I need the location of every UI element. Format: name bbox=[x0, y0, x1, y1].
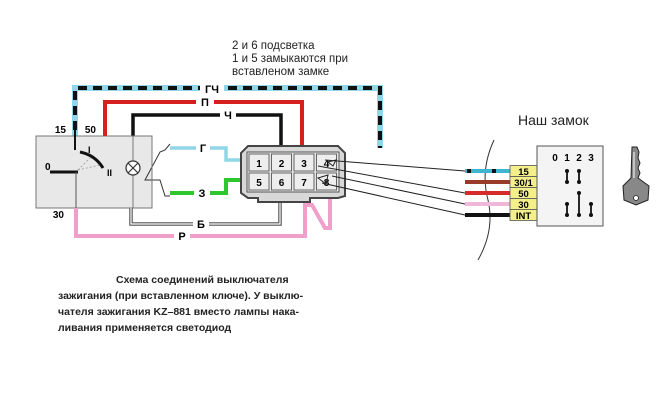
connector-pin bbox=[248, 153, 270, 172]
connector-pin-label: 1 bbox=[256, 159, 262, 170]
lamp-icon bbox=[125, 160, 141, 176]
lock-contact-dot bbox=[577, 169, 581, 173]
caption-line: Схема соединений выключателя bbox=[116, 274, 289, 286]
connector-pin bbox=[293, 153, 315, 172]
lock-terminal-label: 50 bbox=[518, 189, 529, 200]
switch-arc bbox=[79, 150, 105, 169]
note-line: 1 и 5 замыкаются при bbox=[232, 53, 349, 65]
caption-line: зажигания (при вставленном ключе). У вык… bbox=[58, 290, 304, 302]
wire-z: З bbox=[170, 178, 244, 200]
connector-to-lock-wires bbox=[316, 159, 466, 216]
connector-pin-label: 3 bbox=[301, 159, 307, 170]
connector-pin-label: 2 bbox=[279, 159, 285, 170]
lock-title: Наш замок bbox=[518, 112, 589, 128]
key-icon bbox=[622, 146, 650, 206]
position-label-ii: II bbox=[107, 168, 112, 178]
lock-contact-dot bbox=[589, 202, 593, 206]
wire-label-ch: Ч bbox=[224, 110, 232, 122]
connector-pin bbox=[248, 172, 270, 191]
connector-pin-label: 4 bbox=[324, 159, 330, 170]
connector-pin bbox=[293, 172, 315, 191]
wire-stripe bbox=[492, 169, 496, 173]
wire-label-g: Г bbox=[200, 143, 207, 155]
lock-contact-dot bbox=[565, 202, 569, 206]
lock-terminal-label: 30 bbox=[518, 200, 529, 211]
ignition-switch: 15 50 30 0 I II bbox=[35, 125, 171, 221]
wire-b: Б bbox=[129, 196, 282, 231]
wire-gch: ГЧ bbox=[72, 82, 383, 148]
note-line: вставленом замке bbox=[232, 66, 330, 78]
lock-position-label: 2 bbox=[576, 153, 582, 164]
wire-g: Г bbox=[170, 142, 244, 162]
cable-break-mark bbox=[477, 139, 495, 261]
lock-contact-dot bbox=[565, 180, 569, 184]
terminal-label-50: 50 bbox=[85, 125, 97, 136]
terminal-label-30: 30 bbox=[53, 210, 65, 221]
lock-terminal-label: INT bbox=[516, 211, 532, 222]
led-symbol bbox=[144, 143, 171, 197]
wire-p: П bbox=[103, 96, 304, 147]
position-label-0: 0 bbox=[45, 162, 51, 173]
lock-contact-dot bbox=[565, 169, 569, 173]
connector-pin-label: 7 bbox=[301, 178, 307, 189]
wire-label-p: П bbox=[201, 97, 209, 109]
terminal-label-15: 15 bbox=[55, 125, 67, 136]
lock-contact-dot bbox=[589, 213, 593, 217]
wire-label-z: З bbox=[199, 188, 206, 200]
lock-contact-dot bbox=[577, 213, 581, 217]
wire-stripe bbox=[467, 169, 471, 173]
note-line: 2 и 6 подсветка bbox=[232, 40, 315, 52]
wire-label-gch: ГЧ bbox=[205, 84, 219, 96]
connector-pin bbox=[271, 153, 292, 172]
connector-pin-label: 5 bbox=[256, 178, 262, 189]
lock-terminal-label: 15 bbox=[518, 167, 529, 178]
wire-ch: Ч bbox=[131, 109, 283, 147]
caption-line: чателя зажигания KZ–881 вместо лампы нак… bbox=[58, 306, 300, 318]
lock-contact-dot bbox=[577, 191, 581, 195]
wire-r: Р bbox=[74, 196, 332, 243]
lock-terminal-label: 30/1 bbox=[514, 178, 533, 189]
caption-line: ливания применяется светодиод bbox=[58, 322, 232, 334]
wire-label-b: Б bbox=[197, 219, 205, 231]
lock-position-label: 0 bbox=[552, 153, 558, 164]
position-label-i: I bbox=[88, 145, 91, 155]
connector-block: 1 2 3 4 5 6 7 8 bbox=[240, 145, 346, 203]
diagram-caption: Схема соединений выключателя зажигания (… bbox=[58, 272, 348, 336]
connector-pin-label: 8 bbox=[324, 178, 330, 189]
connector-pin bbox=[271, 172, 292, 191]
lock-contact-dot bbox=[565, 213, 569, 217]
connector-pin-label: 6 bbox=[279, 178, 285, 189]
lock-position-label: 3 bbox=[588, 153, 594, 164]
lock-contact-dot bbox=[577, 180, 581, 184]
wire-label-r: Р bbox=[178, 231, 185, 243]
lock-position-label: 1 bbox=[564, 153, 570, 164]
connector-note: 2 и 6 подсветка 1 и 5 замыкаются при вст… bbox=[232, 40, 348, 79]
